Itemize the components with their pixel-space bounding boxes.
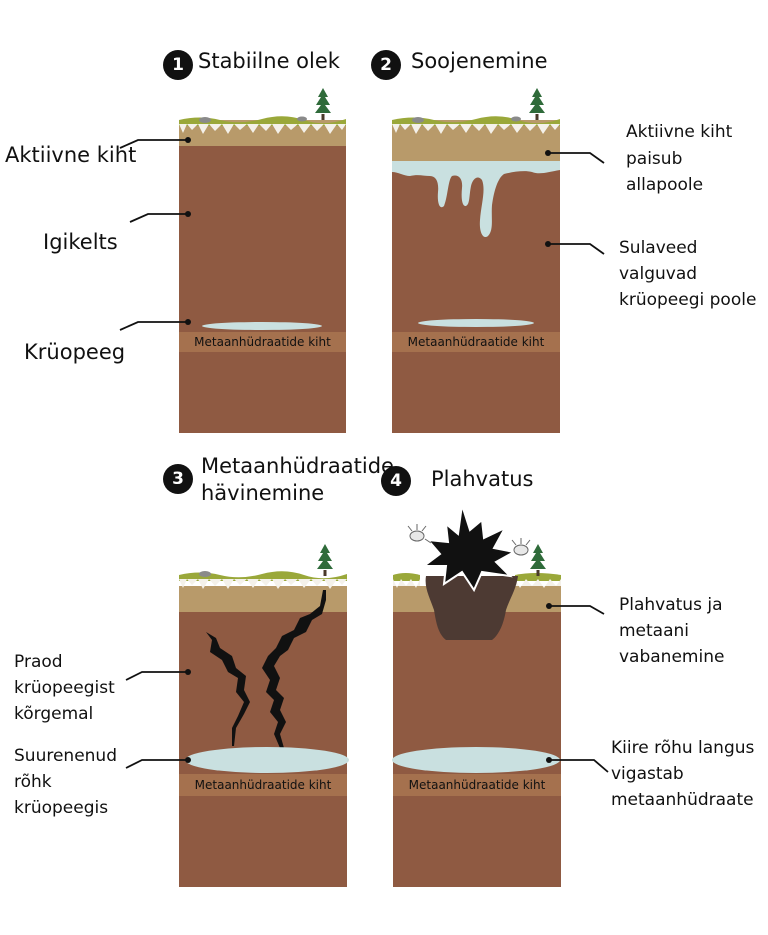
panel-3-snow <box>179 579 347 589</box>
panel-4-snow-right <box>515 579 561 588</box>
panel-4-title: Plahvatus <box>431 467 534 491</box>
panel-2-grass <box>392 116 560 126</box>
panel-4-grass-right <box>515 573 561 581</box>
panel-4-tree-icon <box>530 544 546 576</box>
leader-pressure-drop <box>551 759 609 773</box>
label-meltwater-2: valguvad <box>619 264 698 284</box>
label-active-layer: Aktiivne kiht <box>5 143 137 167</box>
label-active-sinks-3: allapoole <box>626 175 704 195</box>
panel-1-number-badge: 1 <box>163 50 193 80</box>
panel-1-title: Stabiilne olek <box>198 49 340 73</box>
panel-3-crack-left <box>206 632 250 746</box>
leader-active-sinks <box>550 152 605 164</box>
leader-explosion <box>551 605 605 615</box>
panel-2-hydrate-band <box>392 332 560 352</box>
leader-lines <box>119 139 609 773</box>
label-pressure-drop-2: vigastab <box>611 764 684 784</box>
panel-2-snow <box>392 124 560 134</box>
label-active-sinks-2: paisub <box>626 149 683 169</box>
label-pressure-3: krüopeegis <box>14 798 109 818</box>
panel-3-hydrate-band <box>179 774 347 796</box>
panel-4-debris-left <box>407 524 432 544</box>
label-meltwater-1: Sulaveed <box>619 238 698 258</box>
panel-3-grass <box>179 571 347 581</box>
panel-1-soil <box>179 143 346 433</box>
panel-1-snow <box>179 124 346 134</box>
label-pressure-2: rõhk <box>14 772 52 792</box>
leader-active-layer <box>119 139 186 149</box>
label-permafrost: Igikelts <box>43 230 118 254</box>
panel-2-column <box>392 88 560 433</box>
panel-3-title-line2: hävinemine <box>201 481 325 505</box>
label-active-sinks-1: Aktiivne kiht <box>626 122 733 142</box>
panel-4-debris-right <box>511 538 531 556</box>
panel-4-hydrate-label: Metaanhüdraatide kiht <box>408 778 546 792</box>
label-pressure-drop-3: metaanhüdraate <box>611 790 754 810</box>
panel-1-rock <box>199 117 211 123</box>
leader-meltwater <box>550 243 605 255</box>
panel-4-hydrate-band <box>393 774 561 796</box>
label-cracks-3: kõrgemal <box>14 704 94 724</box>
panel-3-tree-icon <box>317 544 333 576</box>
panel-2-soil <box>392 143 560 433</box>
leader-dots <box>185 137 552 763</box>
panel-3-crack-right <box>262 590 326 748</box>
panel-3-number-badge: 3 <box>163 464 193 494</box>
panel-2-rock <box>412 117 424 123</box>
panel-3-hydrate-label: Metaanhüdraatide kiht <box>194 778 332 792</box>
panel-4-grass-left <box>393 573 420 581</box>
label-explosion-3: vabanemine <box>619 647 725 667</box>
panel-1-grass <box>179 116 346 126</box>
panel-2-number-badge: 2 <box>371 50 401 80</box>
panel-1-hydrate-band <box>179 332 346 352</box>
label-pressure-1: Suurenenud <box>14 746 117 766</box>
label-pressure-drop-1: Kiire rõhu langus <box>611 738 755 758</box>
panel-4-crater <box>425 576 518 640</box>
panel-1-rock <box>297 116 307 122</box>
label-cracks-2: krüopeegist <box>14 678 115 698</box>
panel-1-hydrate-label: Metaanhüdraatide kiht <box>194 335 331 349</box>
label-meltwater-3: krüopeegi poole <box>619 290 757 310</box>
label-explosion-1: Plahvatus ja <box>619 595 723 615</box>
panel-2-title: Soojenemine <box>411 49 548 73</box>
panel-2-hydrate-label: Metaanhüdraatide kiht <box>407 335 545 349</box>
leader-permafrost <box>129 213 186 223</box>
panel-2-meltwater <box>392 161 560 238</box>
panel-4-column <box>392 504 561 887</box>
label-cryopeg: Krüopeeg <box>24 340 126 364</box>
panel-3-cryopeg-lens <box>185 747 349 773</box>
panel-3-column <box>179 544 349 887</box>
label-cracks-1: Praod <box>14 652 63 672</box>
leader-pressure <box>125 759 186 769</box>
panel-4-cryopeg-lens <box>392 747 560 773</box>
leader-cryopeg <box>119 321 186 331</box>
panel-2-cryopeg-lens <box>418 319 534 327</box>
panel-3-title-line1: Metaanhüdraatide <box>201 454 394 478</box>
panel-4-snow-left <box>393 579 420 588</box>
panel-2-tree-icon <box>529 88 545 120</box>
panel-3-rock <box>199 571 211 577</box>
panel-1-tree-icon <box>315 88 331 120</box>
panel-1-cryopeg-lens <box>202 322 322 330</box>
panel-4-explosion-burst <box>421 504 517 593</box>
panel-1-column <box>179 88 346 433</box>
leader-cracks <box>125 671 186 681</box>
panel-2-rock <box>511 116 521 122</box>
panel-4-number-badge: 4 <box>381 466 411 496</box>
label-explosion-2: metaani <box>619 621 690 641</box>
